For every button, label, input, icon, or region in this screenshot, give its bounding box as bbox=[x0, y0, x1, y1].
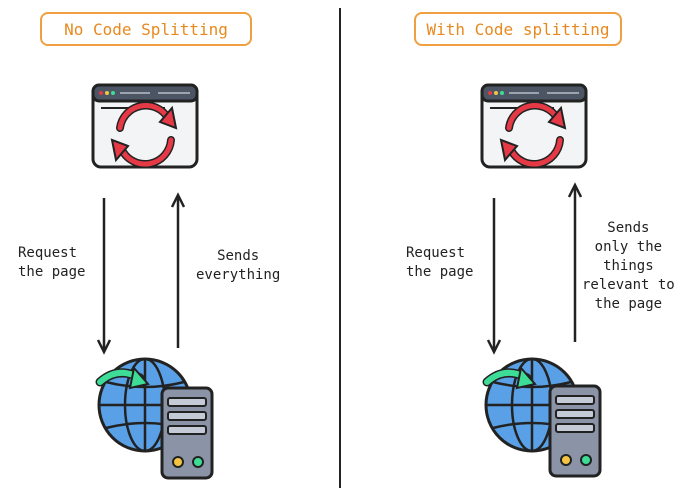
browser-refresh-icon bbox=[91, 83, 199, 169]
request-label: Request the page bbox=[18, 245, 86, 280]
panel-with-code-splitting: With Code splitting bbox=[340, 0, 680, 496]
globe-server-icon bbox=[482, 357, 602, 478]
panel-illustration bbox=[480, 83, 602, 478]
request-arrow bbox=[486, 198, 502, 355]
browser-refresh-icon bbox=[480, 83, 588, 169]
globe-server-icon bbox=[95, 357, 214, 480]
panel-illustration bbox=[91, 83, 214, 480]
panel-no-code-splitting: No Code Splitting bbox=[18, 12, 281, 480]
panel-divider bbox=[339, 8, 341, 488]
request-arrow bbox=[96, 198, 112, 355]
panel-title: With Code splitting bbox=[414, 12, 622, 46]
request-label: Request the page bbox=[406, 245, 474, 280]
response-label: Sends everything bbox=[196, 248, 281, 283]
response-label: Sends only the things relevant to the pa… bbox=[582, 220, 675, 312]
response-arrow bbox=[170, 192, 186, 348]
panel-title: No Code Splitting bbox=[40, 12, 252, 46]
response-arrow bbox=[567, 182, 583, 342]
